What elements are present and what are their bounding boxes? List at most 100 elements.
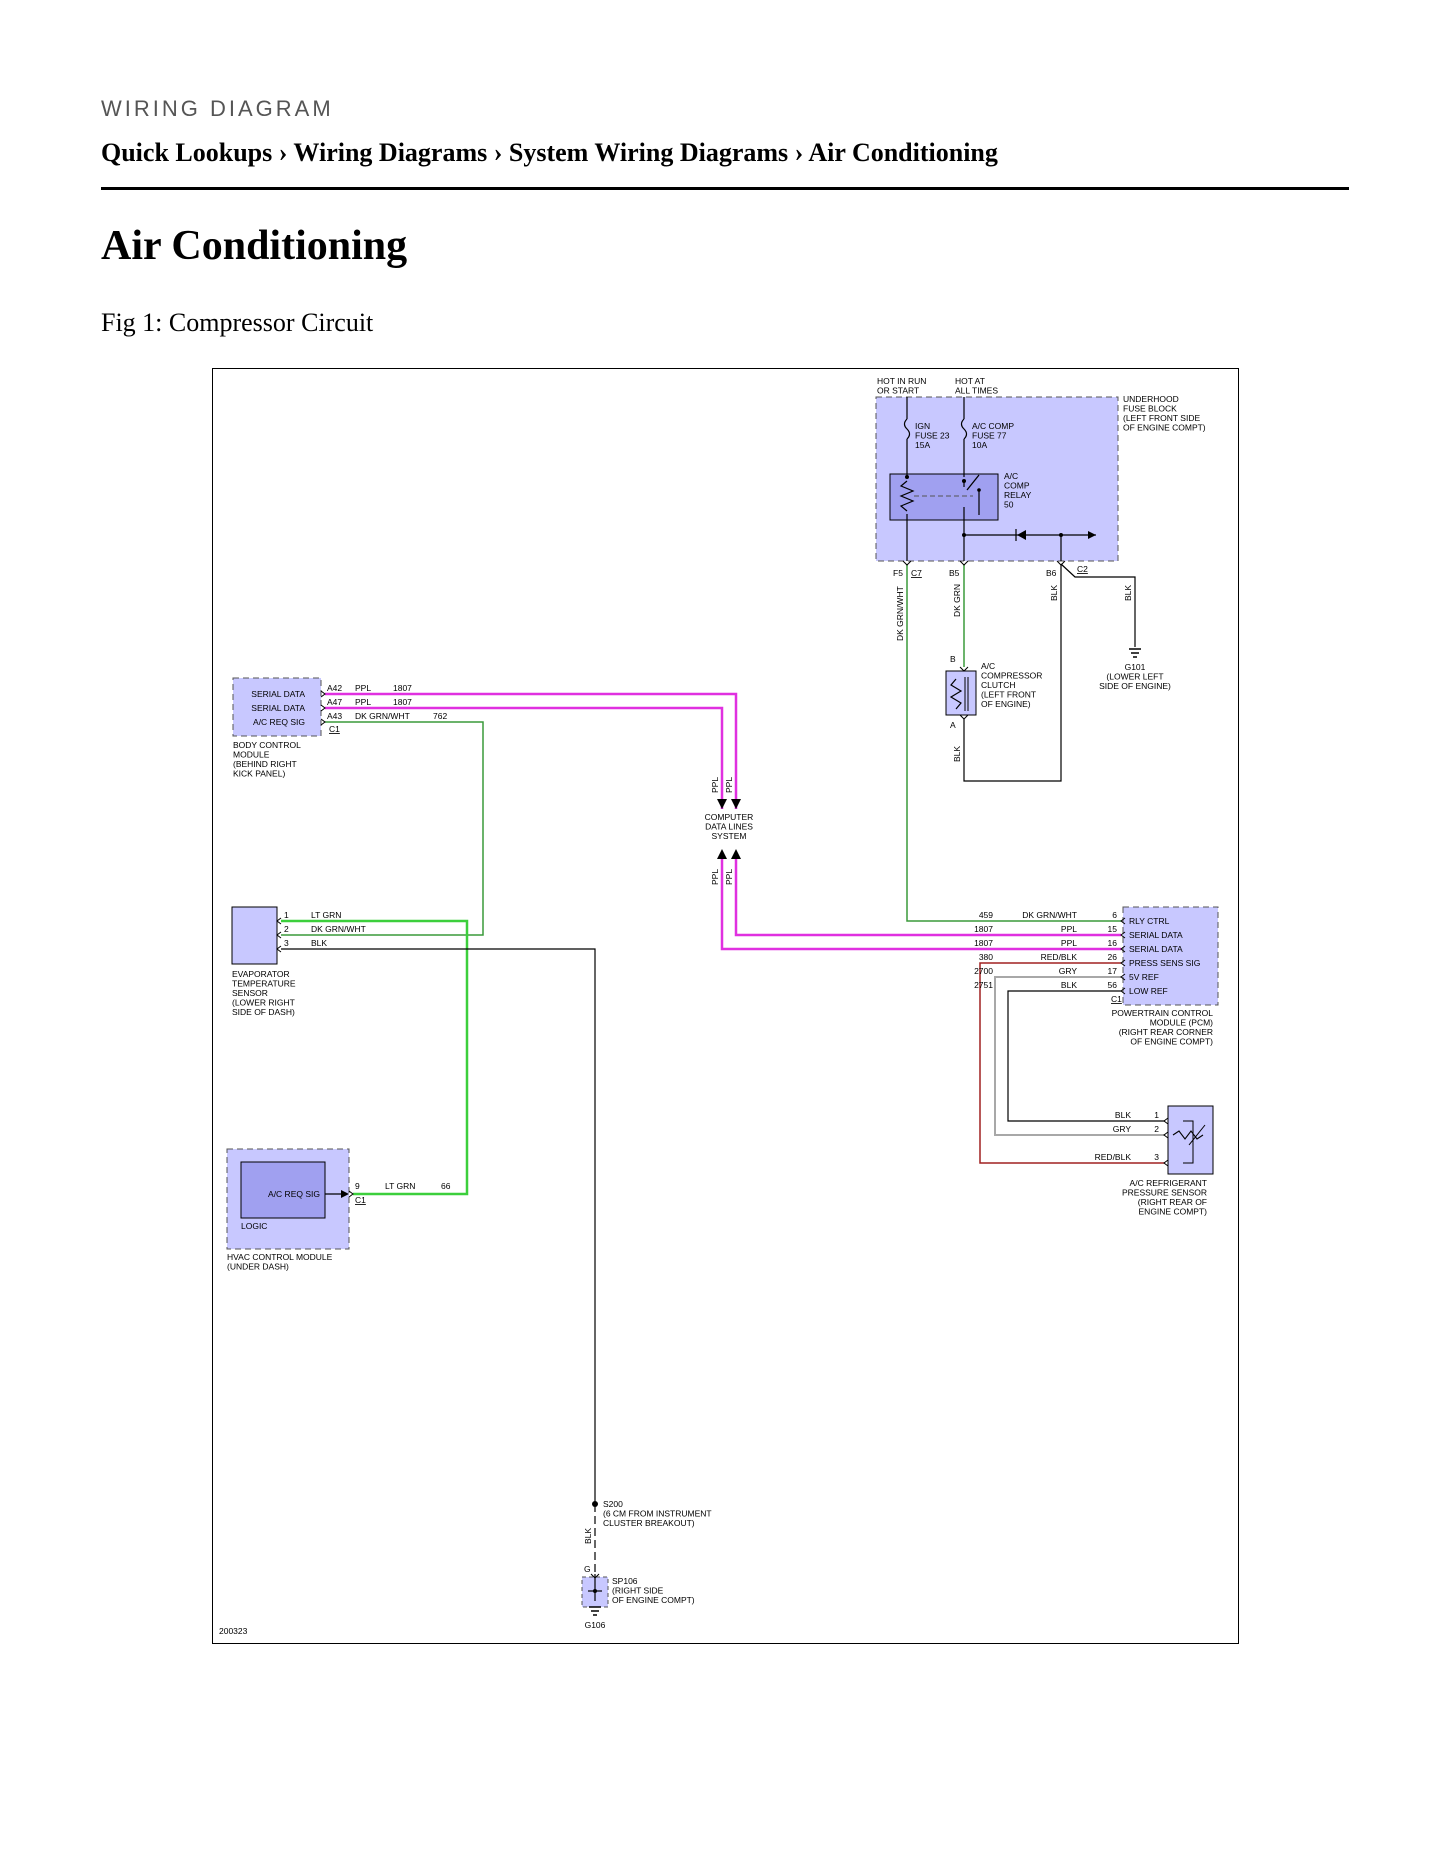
wire-label: GRY [1059, 966, 1078, 976]
node [905, 475, 909, 479]
wire-label-ppl: PPL [710, 777, 720, 793]
evap-pin: 1 [284, 910, 289, 920]
bcm-pin: A42 [327, 683, 342, 693]
sensor-pin: 1 [1154, 1110, 1159, 1120]
wire-label: RED/BLK [1095, 1152, 1132, 1162]
bcm-pin-label: A/C REQ SIG [253, 717, 305, 727]
wire-label: PPL [355, 697, 371, 707]
circuit-number: 762 [433, 711, 447, 721]
conn-c7: C7 [911, 568, 922, 578]
pcm-pin: 6 [1112, 910, 1117, 920]
ground-icon [589, 1606, 601, 1616]
node [962, 479, 966, 483]
wire-label-dk-grn-wht: DK GRN/WHT [895, 586, 905, 641]
s200-splice-node [592, 1501, 598, 1507]
pressure-sensor-ckt [1183, 1120, 1194, 1164]
hvac-logic-label: LOGIC [241, 1221, 267, 1231]
bcm-pin-label: SERIAL DATA [251, 703, 305, 713]
pcm-pin: 15 [1108, 924, 1118, 934]
pin-b6: B6 [1046, 568, 1057, 578]
node [977, 488, 981, 492]
arrow-down-icon [717, 799, 727, 809]
wire-label: LT GRN [385, 1181, 415, 1191]
wire-label: PPL [1061, 924, 1077, 934]
diode-icon [1017, 530, 1026, 540]
wire-dk-grn-wht-bcm [281, 721, 484, 936]
pcm-pin: 16 [1108, 938, 1118, 948]
wire-red-blk [979, 962, 1165, 1164]
hvac-logic-box [240, 1161, 326, 1219]
wire-lt-grn [281, 919, 469, 1196]
conn-c2: C2 [1077, 564, 1088, 574]
bcm-conn: C1 [329, 724, 340, 734]
hvac-name: HVAC CONTROL MODULE(UNDER DASH) [227, 1252, 333, 1272]
circuit-number: 1807 [393, 697, 412, 707]
pcm-pin-label: LOW REF [1129, 986, 1168, 996]
clutch-coil-icon [949, 678, 963, 710]
wire-blk-low-ref [1007, 990, 1165, 1122]
pcm-box [1122, 906, 1219, 1006]
relay-box [889, 473, 999, 521]
node [1059, 533, 1063, 537]
hvac-sig-label: A/C REQ SIG [268, 1189, 320, 1199]
figure-caption: Fig 1: Compressor Circuit [101, 308, 374, 337]
bcm-box [232, 677, 322, 737]
wire-label: DK GRN/WHT [311, 924, 366, 934]
connector-chevrons [276, 560, 1169, 1579]
wire-blk-evap [281, 948, 596, 1504]
wire-label: BLK [311, 938, 327, 948]
circuit-number: 2751 [974, 980, 993, 990]
header-divider [101, 187, 1349, 190]
wire-label: BLK [1115, 1110, 1131, 1120]
pcm-conn: C1 [1111, 994, 1122, 1004]
wire-blk-clutch [963, 564, 1062, 782]
node [593, 1589, 597, 1593]
wire-label-blk-s200: BLK [583, 1528, 593, 1544]
arrow-up-icon [731, 849, 741, 859]
clutch-box [945, 670, 977, 716]
wire-label-dk-grn: DK GRN [952, 584, 962, 617]
wire-label-ppl: PPL [724, 869, 734, 885]
circuit-number: 1807 [393, 683, 412, 693]
circuit-number: 380 [979, 952, 993, 962]
pcm-pin: 17 [1108, 966, 1118, 976]
pcm-pin-label: RLY CTRL [1129, 916, 1170, 926]
evap-pin: 2 [284, 924, 289, 934]
hvac-pin: 9 [355, 1181, 360, 1191]
wire-label: BLK [1061, 980, 1077, 990]
g-pin: G [584, 1564, 591, 1574]
bcm-pin-label: SERIAL DATA [251, 689, 305, 699]
breadcrumb: Quick Lookups › Wiring Diagrams › System… [101, 138, 998, 167]
pcm-pin-label: SERIAL DATA [1129, 944, 1183, 954]
wire-gry [994, 976, 1165, 1136]
wire-ppl-pcm16 [720, 857, 1121, 951]
wire-label: RED/BLK [1041, 952, 1078, 962]
variable-resistor-arrow [1188, 1124, 1206, 1146]
relay-coil-icon [899, 480, 915, 512]
sensor-pin: 2 [1154, 1124, 1159, 1134]
pin-f5: F5 [893, 568, 903, 578]
pressure-sensor-box [1167, 1105, 1214, 1175]
pcm-pin-label: PRESS SENS SIG [1129, 958, 1200, 968]
wire-label-blk-clutch: BLK [952, 746, 962, 762]
pcm-pin-label: SERIAL DATA [1129, 930, 1183, 940]
wire-ppl-pcm15 [734, 857, 1121, 937]
wire-blk-g101 [1060, 563, 1136, 647]
evap-sensor-box [231, 906, 278, 965]
variable-resistor-icon [1172, 1130, 1204, 1140]
pcm-pin-label: 5V REF [1129, 972, 1159, 982]
wire-label: DK GRN/WHT [355, 711, 410, 721]
